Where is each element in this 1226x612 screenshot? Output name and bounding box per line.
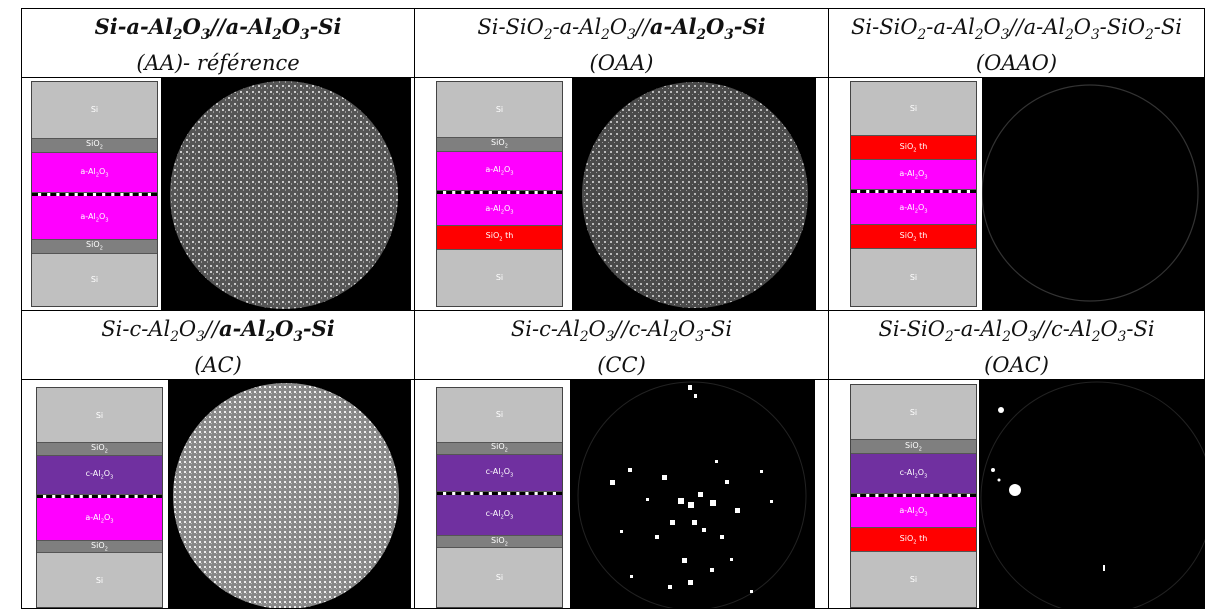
layer-si: Si <box>32 253 157 307</box>
panel-cc: Si SiO2 c-Al2O3 c-Al2O3 SiO2 Si <box>414 379 829 611</box>
layer-a-al2o3: a-Al2O3 <box>851 160 976 191</box>
bond-interface <box>437 491 562 495</box>
header-aa: Si-a-Al2O3//a-Al2O3-Si (AA)- référence <box>21 7 415 79</box>
layer-si: Si <box>851 385 976 440</box>
figure-table: Si-a-Al2O3//a-Al2O3-Si (AA)- référence S… <box>21 7 1214 612</box>
acoustic-scan-oaa <box>572 78 816 311</box>
layer-sio2-th: SiO2 th <box>851 135 976 161</box>
layer-sio2: SiO2 <box>37 442 162 456</box>
title-oaa: Si-SiO2-a-Al2O3//a-Al2O3-Si <box>477 14 766 44</box>
header-oac: Si-SiO2-a-Al2O3//c-Al2O3-Si (OAC) <box>828 310 1205 381</box>
bond-interface <box>37 495 162 499</box>
layer-a-al2o3: a-Al2O3 <box>37 498 162 541</box>
layer-stack-cc: Si SiO2 c-Al2O3 c-Al2O3 SiO2 Si <box>436 387 563 609</box>
layer-a-al2o3: a-Al2O3 <box>851 497 976 529</box>
layer-si: Si <box>851 82 976 136</box>
header-cc: Si-c-Al2O3//c-Al2O3-Si (CC) <box>414 310 829 381</box>
layer-c-al2o3: c-Al2O3 <box>851 453 976 495</box>
layer-sio2-th: SiO2 th <box>851 528 976 552</box>
title-aa: Si-a-Al2O3//a-Al2O3-Si <box>94 14 342 44</box>
code-oaao: (OAAO) <box>975 51 1058 76</box>
layer-sio2: SiO2 <box>437 536 562 549</box>
panel-ac: Si SiO2 c-Al2O3 a-Al2O3 SiO2 Si <box>21 379 415 610</box>
panel-oac: Si SiO2 c-Al2O3 a-Al2O3 SiO2 th Si <box>828 379 1214 612</box>
bond-interface <box>437 190 562 194</box>
layer-sio2: SiO2 <box>32 239 157 254</box>
acoustic-scan-oac <box>979 380 1214 612</box>
acoustic-scan-oaao <box>981 78 1205 311</box>
panel-oaao: Si SiO2 th a-Al2O3 a-Al2O3 SiO2 th Si <box>828 77 1205 312</box>
bond-interface <box>32 193 157 197</box>
header-ac: Si-c-Al2O3//a-Al2O3-Si (AC) <box>21 310 415 381</box>
layer-stack-oaao: Si SiO2 th a-Al2O3 a-Al2O3 SiO2 th Si <box>850 81 977 308</box>
panel-oaa: Si SiO2 a-Al2O3 a-Al2O3 SiO2 th Si <box>414 77 829 312</box>
layer-a-al2o3: a-Al2O3 <box>32 196 157 240</box>
title-cc: Si-c-Al2O3//c-Al2O3-Si <box>510 317 733 346</box>
acoustic-scan-ac <box>168 380 411 610</box>
code-cc: (CC) <box>597 353 646 378</box>
layer-a-al2o3: a-Al2O3 <box>32 152 157 194</box>
code-ac: (AC) <box>194 353 242 378</box>
layer-si: Si <box>437 548 562 608</box>
header-oaao: Si-SiO2-a-Al2O3//a-Al2O3-SiO2-Si (OAAO) <box>828 7 1205 79</box>
layer-c-al2o3: c-Al2O3 <box>37 455 162 496</box>
layer-sio2-th: SiO2 th <box>851 224 976 249</box>
layer-sio2: SiO2 <box>437 442 562 455</box>
acoustic-scan-aa <box>161 78 411 311</box>
layer-sio2: SiO2 <box>32 138 157 153</box>
layer-stack-oac: Si SiO2 c-Al2O3 a-Al2O3 SiO2 th Si <box>850 384 977 609</box>
layer-sio2: SiO2 <box>851 439 976 454</box>
panel-aa: Si SiO2 a-Al2O3 a-Al2O3 SiO2 Si <box>21 77 415 312</box>
layer-si: Si <box>37 388 162 443</box>
title-oac: Si-SiO2-a-Al2O3//c-Al2O3-Si <box>878 317 1155 346</box>
layer-si: Si <box>437 388 562 443</box>
layer-si: Si <box>437 249 562 307</box>
layer-stack-aa: Si SiO2 a-Al2O3 a-Al2O3 SiO2 Si <box>31 81 158 308</box>
layer-a-al2o3: a-Al2O3 <box>437 151 562 191</box>
acoustic-scan-cc <box>570 380 815 611</box>
bond-interface <box>851 494 976 498</box>
layer-c-al2o3: c-Al2O3 <box>437 494 562 537</box>
layer-si: Si <box>37 552 162 608</box>
layer-si: Si <box>851 551 976 608</box>
layer-si: Si <box>437 82 562 138</box>
layer-stack-ac: Si SiO2 c-Al2O3 a-Al2O3 SiO2 Si <box>36 387 163 609</box>
layer-c-al2o3: c-Al2O3 <box>437 454 562 492</box>
code-oaa: (OAA) <box>589 51 654 76</box>
title-ac: Si-c-Al2O3//a-Al2O3-Si <box>101 316 335 346</box>
layer-stack-oaa: Si SiO2 a-Al2O3 a-Al2O3 SiO2 th Si <box>436 81 563 308</box>
layer-sio2: SiO2 <box>437 137 562 152</box>
layer-a-al2o3: a-Al2O3 <box>851 193 976 225</box>
layer-si: Si <box>32 82 157 139</box>
layer-sio2: SiO2 <box>37 541 162 553</box>
layer-a-al2o3: a-Al2O3 <box>437 193 562 227</box>
title-oaao: Si-SiO2-a-Al2O3//a-Al2O3-SiO2-Si <box>851 15 1182 44</box>
code-aa: (AA)- référence <box>136 51 300 76</box>
layer-sio2-th: SiO2 th <box>437 226 562 250</box>
layer-si: Si <box>851 248 976 307</box>
code-oac: (OAC) <box>984 353 1049 378</box>
bond-interface <box>851 190 976 194</box>
header-oaa: Si-SiO2-a-Al2O3//a-Al2O3-Si (OAA) <box>414 7 829 79</box>
